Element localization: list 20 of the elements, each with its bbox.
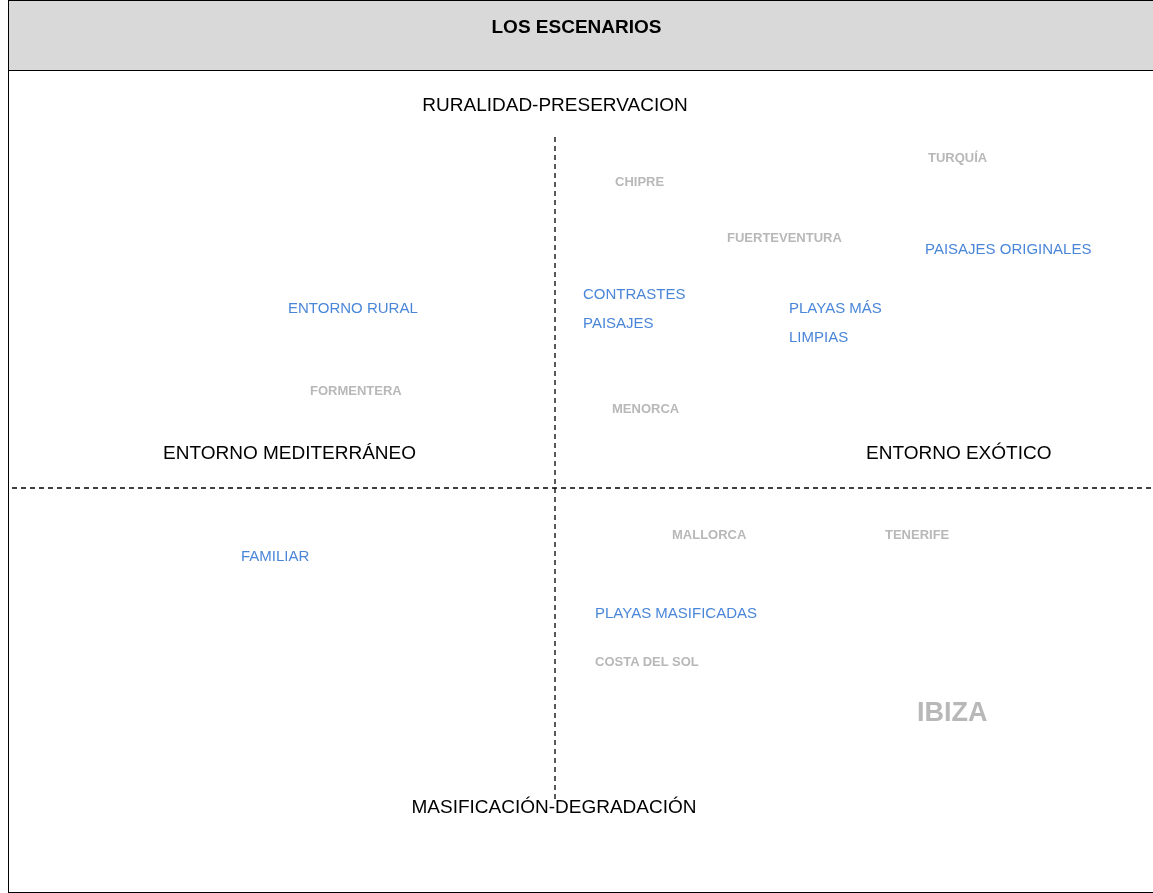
axis-label: RURALIDAD-PRESERVACION: [422, 93, 688, 117]
destination-label: TENERIFE: [885, 526, 950, 544]
destination-label: MALLORCA: [672, 526, 747, 544]
axis-label: MASIFICACIÓN-DEGRADACIÓN: [411, 795, 697, 819]
destination-label: CHIPRE: [615, 173, 665, 191]
attribute-label: PLAYAS MÁS LIMPIAS: [789, 298, 883, 347]
axis-label: ENTORNO EXÓTICO: [866, 441, 1052, 465]
attribute-label: CONTRASTES PAISAJES: [583, 284, 687, 333]
destination-label: MENORCA: [612, 400, 680, 418]
attribute-label: FAMILIAR: [241, 546, 310, 566]
destination-label: TURQUÍA: [928, 149, 988, 167]
destination-label: IBIZA: [917, 696, 988, 729]
attribute-label: PAISAJES ORIGINALES: [925, 239, 1092, 259]
destination-label: COSTA DEL SOL: [595, 653, 699, 671]
title: LOS ESCENARIOS: [491, 16, 662, 38]
attribute-label: PLAYAS MASIFICADAS: [595, 603, 757, 623]
destination-label: FORMENTERA: [310, 382, 402, 400]
axis-label: ENTORNO MEDITERRÁNEO: [163, 441, 416, 465]
destination-label: FUERTEVENTURA: [727, 229, 842, 247]
attribute-label: ENTORNO RURAL: [288, 298, 418, 318]
